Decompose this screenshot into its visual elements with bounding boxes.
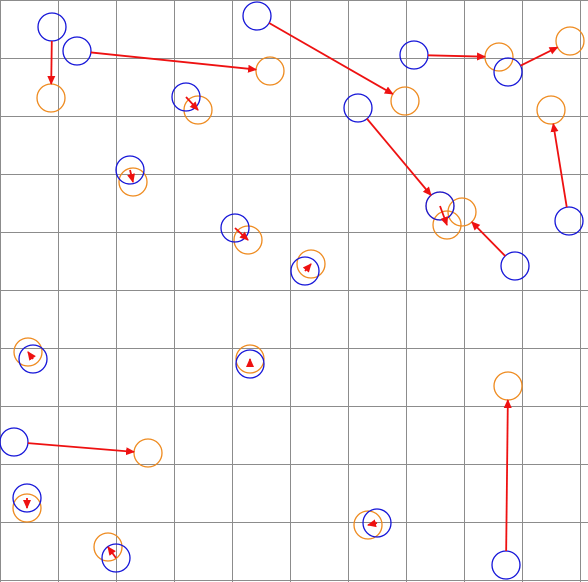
displacement-arrow: [127, 169, 135, 183]
source-circle: [101, 543, 131, 573]
source-circle: [171, 82, 201, 112]
source-circle: [62, 36, 92, 66]
target-circle: [484, 42, 514, 72]
target-circle: [13, 337, 43, 367]
target-circle: [555, 26, 585, 56]
target-circle: [118, 167, 148, 197]
displacement-arrow: [439, 205, 448, 226]
source-circle: [115, 155, 145, 185]
target-circle: [353, 510, 383, 540]
displacement-arrow: [366, 118, 432, 197]
target-circle: [447, 197, 477, 227]
target-circle: [296, 249, 326, 279]
source-circle: [0, 427, 29, 457]
target-circle: [235, 344, 265, 374]
target-circle: [432, 210, 462, 240]
displacement-arrow: [185, 96, 199, 111]
displacement-arrow: [367, 519, 378, 528]
displacement-arrow: [520, 46, 559, 67]
displacement-arrow: [234, 227, 249, 241]
displacement-arrow: [107, 546, 117, 559]
target-circle: [36, 83, 66, 113]
displacement-arrow: [503, 398, 512, 552]
target-circle: [390, 86, 420, 116]
displacement-arrow: [27, 351, 36, 361]
target-circle: [93, 532, 123, 562]
displacement-arrow: [302, 263, 312, 273]
target-circle: [12, 493, 42, 523]
displacement-arrow: [471, 221, 506, 257]
source-circle: [500, 251, 530, 281]
displacement-arrow: [90, 51, 258, 73]
source-circle: [493, 57, 523, 87]
displacement-arrow: [550, 122, 568, 208]
displacement-arrow: [427, 52, 487, 61]
source-circle: [343, 93, 373, 123]
source-circle: [399, 40, 429, 70]
displacement-arrows: [23, 22, 568, 559]
target-circle: [536, 95, 566, 125]
source-circle: [242, 1, 272, 31]
displacement-arrow: [47, 40, 56, 86]
target-circle: [133, 438, 163, 468]
source-circle: [425, 191, 455, 221]
source-circle: [554, 206, 584, 236]
source-circle: [220, 213, 250, 243]
displacement-arrow: [27, 442, 136, 456]
source-circle: [18, 344, 48, 374]
target-circles: [12, 26, 585, 562]
source-circle: [491, 550, 521, 580]
source-circle: [12, 483, 42, 513]
target-circle: [233, 225, 263, 255]
target-circle: [255, 56, 285, 86]
source-circle: [235, 349, 265, 379]
displacement-arrow: [268, 22, 394, 95]
source-circle: [362, 508, 392, 538]
source-circle: [37, 12, 67, 42]
target-circle: [493, 371, 523, 401]
source-circle: [290, 256, 320, 286]
target-circle: [183, 95, 213, 125]
